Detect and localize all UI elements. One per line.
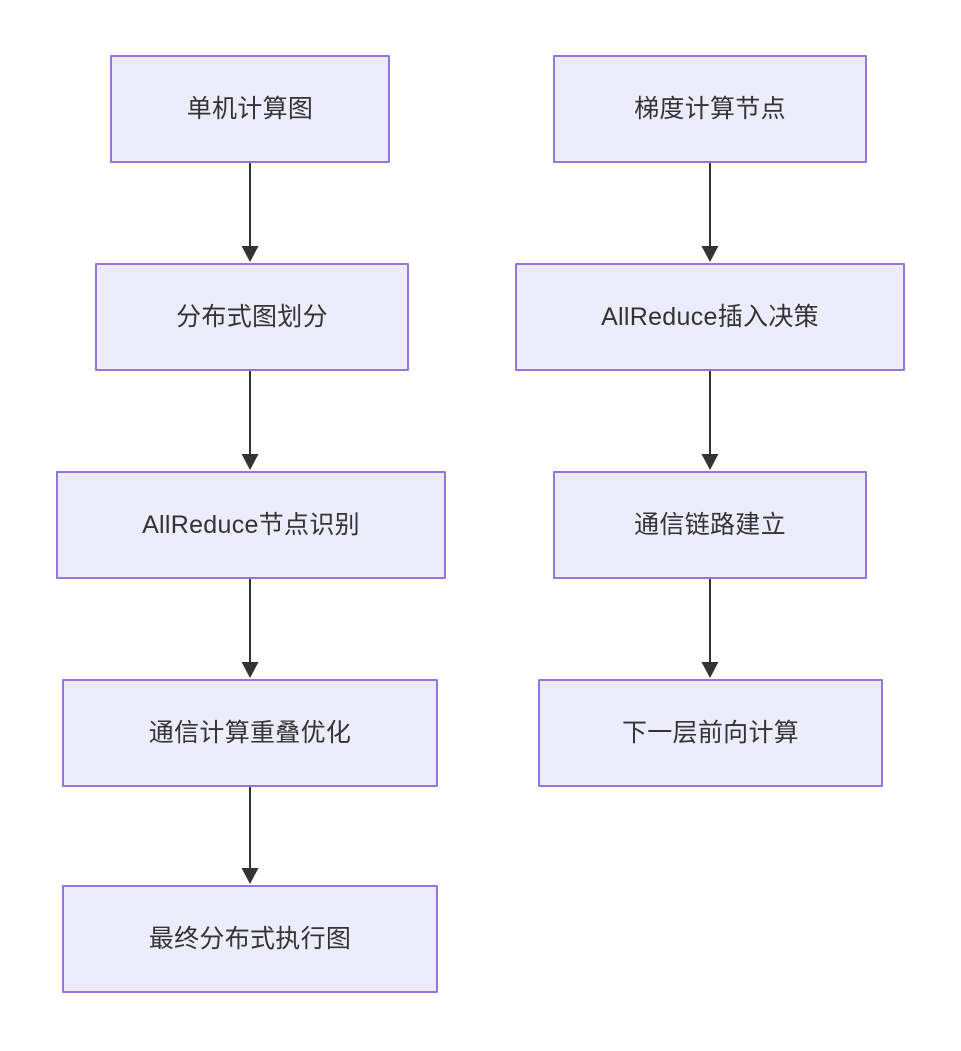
flow-node-label: 梯度计算节点 [634,95,786,123]
flow-node-n5[interactable]: 最终分布式执行图 [62,885,438,993]
flow-node-label: 下一层前向计算 [621,719,800,747]
flow-node-label: 通信计算重叠优化 [148,719,352,747]
arrowhead-icon [701,454,719,470]
arrowhead-icon [241,454,259,470]
flow-edge [241,163,259,262]
arrowhead-icon [701,246,719,262]
arrowhead-icon [241,662,259,678]
flow-node-m4[interactable]: 下一层前向计算 [538,679,883,787]
flow-node-label: 通信链路建立 [634,511,786,539]
flow-edge [241,371,259,470]
flow-node-label: 单机计算图 [186,95,314,123]
arrowhead-icon [241,868,259,884]
flow-node-label: AllReduce插入决策 [601,303,819,331]
flow-node-n4[interactable]: 通信计算重叠优化 [62,679,438,787]
flow-edge [701,163,719,262]
flow-node-n3[interactable]: AllReduce节点识别 [56,471,446,579]
flow-edge [241,787,259,884]
flow-edge [241,579,259,678]
flow-node-label: 分布式图划分 [176,303,328,331]
arrowhead-icon [701,662,719,678]
flow-node-n1[interactable]: 单机计算图 [110,55,390,163]
flow-node-m2[interactable]: AllReduce插入决策 [515,263,905,371]
flow-node-label: 最终分布式执行图 [148,925,352,953]
flow-node-m3[interactable]: 通信链路建立 [553,471,867,579]
arrowhead-icon [241,246,259,262]
flow-node-n2[interactable]: 分布式图划分 [95,263,409,371]
flow-edge [701,371,719,470]
flow-node-m1[interactable]: 梯度计算节点 [553,55,867,163]
flow-node-label: AllReduce节点识别 [142,511,360,539]
flow-edge [701,579,719,678]
